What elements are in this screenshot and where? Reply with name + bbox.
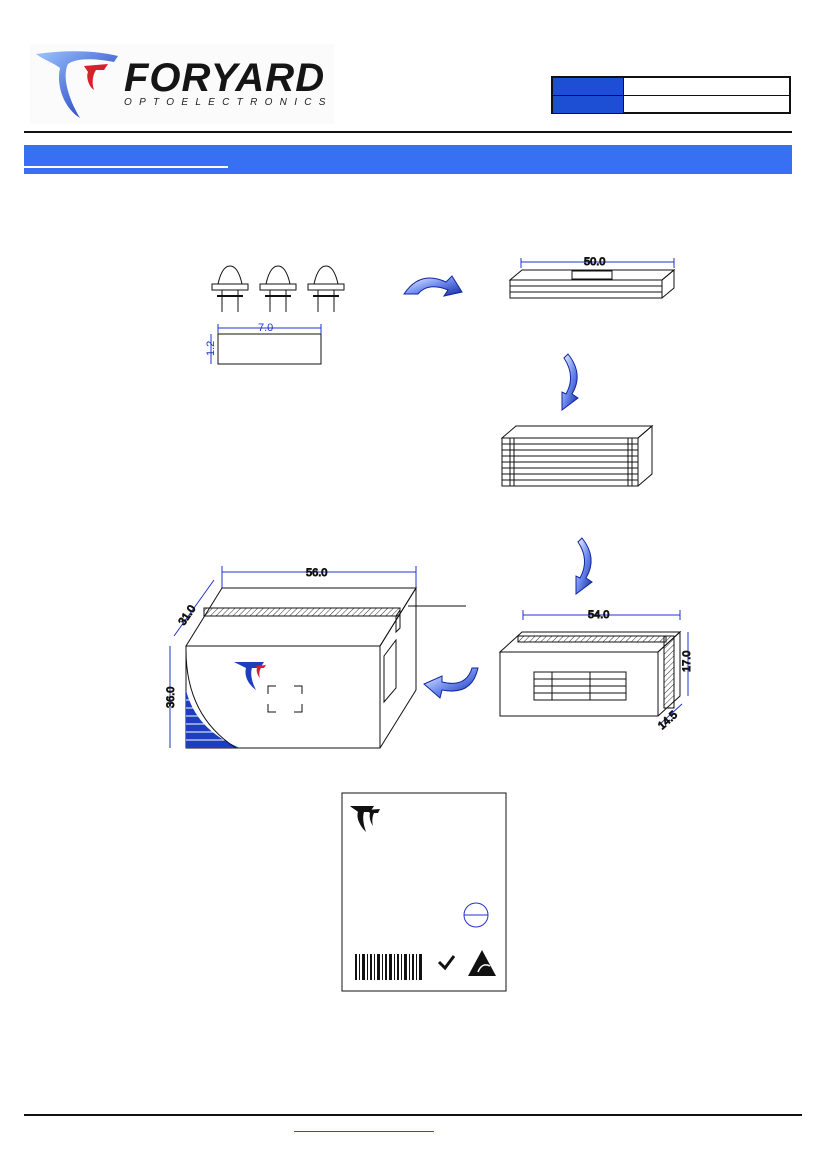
bag-label	[341, 792, 507, 992]
led-icon	[211, 265, 249, 312]
carton-length-label: 56.0	[306, 567, 327, 579]
document-info-value-cell	[623, 78, 789, 95]
document-info-label-cell	[553, 78, 623, 95]
carton-label-box	[267, 685, 303, 713]
section-title-underline	[24, 166, 228, 168]
arrow-icon	[575, 537, 593, 595]
inner-box-length-label: 54.0	[588, 609, 609, 621]
document-info-row	[553, 78, 789, 96]
logo-area	[30, 44, 334, 124]
tube-stack	[500, 424, 654, 487]
inner-box-depth-label: 14.5	[656, 709, 680, 732]
led-components	[211, 265, 345, 312]
inner-box-height-label: 17.0	[681, 651, 693, 672]
barcode-icon	[355, 954, 422, 980]
strip-height-label: 1.2	[205, 341, 217, 356]
foryard-logo-icon	[234, 662, 266, 690]
document-info-row	[553, 96, 789, 113]
arrow-icon	[423, 667, 479, 699]
brand-name: FORYARD	[124, 56, 326, 100]
inner-box: 54.0 17.0 14.5	[498, 609, 694, 733]
document-info-label-cell	[553, 96, 623, 113]
led-strip: 7.0 1.2	[205, 322, 322, 365]
led-icon	[307, 265, 345, 312]
inner-box-label-table	[533, 671, 627, 701]
led-icon	[259, 265, 297, 312]
arrow-icon	[403, 275, 463, 297]
document-info-table	[551, 76, 791, 114]
footer-link-underline	[294, 1131, 434, 1132]
header-divider	[24, 131, 792, 133]
strip-length-label: 7.0	[258, 322, 273, 334]
carton-height-label: 36.0	[165, 687, 177, 708]
tube-length-label: 50.0	[584, 256, 605, 268]
foryard-logo-icon	[350, 806, 380, 832]
checkmark-icon	[437, 955, 456, 971]
brand-tagline: OPTOELECTRONICS	[124, 97, 333, 108]
foryard-logo-icon	[36, 51, 118, 118]
esd-warning-icon	[468, 950, 496, 976]
footer-divider	[24, 1114, 802, 1116]
tube: 50.0	[508, 256, 676, 299]
section-title-bar	[24, 145, 792, 174]
outer-carton: 56.0 31.0 36.0	[165, 566, 466, 749]
document-info-value-cell	[623, 96, 789, 113]
circle-symbol-icon	[463, 902, 489, 928]
arrow-icon	[561, 353, 579, 411]
